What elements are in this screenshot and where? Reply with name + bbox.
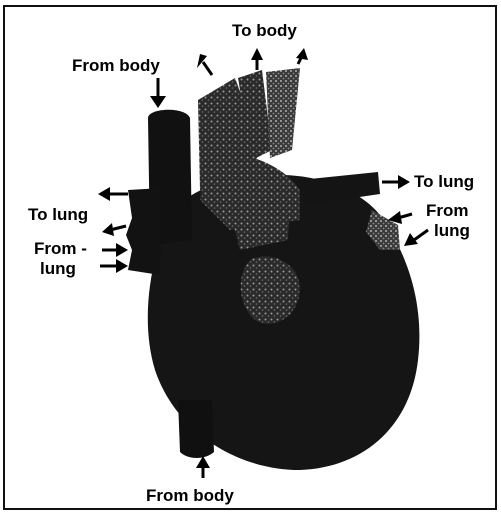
label-to-lung-left: To lung — [28, 206, 88, 224]
arrow-to-lung-left-2 — [102, 223, 126, 236]
arrow-to-body-2 — [251, 48, 263, 70]
arrow-to-lung-left-1 — [98, 187, 128, 201]
arrow-from-body-top — [150, 78, 166, 108]
arrow-from-lung-left-2 — [100, 259, 128, 273]
label-to-body-top: To body — [232, 22, 297, 40]
label-from-lung-left-line2: lung — [40, 260, 76, 278]
arrow-from-body-bottom — [196, 456, 210, 478]
arrow-from-lung-left-1 — [102, 243, 128, 257]
aorta-branch-2 — [266, 68, 300, 158]
pulmonary-vessels-left — [126, 188, 162, 275]
arrow-to-body-3 — [296, 48, 308, 64]
inferior-vena-cava — [178, 400, 214, 458]
arrow-to-body-1 — [197, 54, 212, 75]
label-from-lung-right-line1: From — [426, 202, 469, 220]
label-from-body-bottom: From body — [146, 487, 234, 505]
label-from-lung-left-line1: From - — [34, 240, 87, 258]
label-from-body-top: From body — [72, 57, 160, 75]
label-to-lung-right: To lung — [414, 173, 474, 191]
arrow-to-lung-right — [382, 175, 410, 189]
label-from-lung-right-line2: lung — [434, 222, 470, 240]
arrow-from-lung-right-2 — [404, 230, 428, 246]
